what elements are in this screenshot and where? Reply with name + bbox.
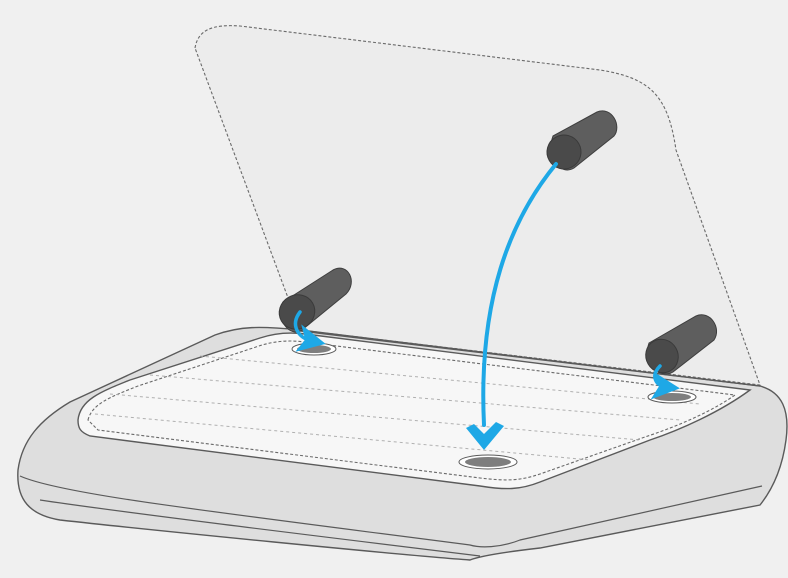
socket-center (458, 454, 518, 470)
top-surface (77, 332, 752, 490)
stitch-line-4 (94, 413, 591, 461)
socket-left (291, 342, 337, 356)
base-front-edge (19, 475, 763, 548)
weight-center (546, 110, 618, 171)
top-surface-stitching (87, 340, 737, 481)
stitch-line-2 (149, 374, 681, 421)
base-front-seam (39, 499, 481, 557)
lid-hinge-line (299, 330, 761, 387)
center-arrowhead-icon (466, 422, 504, 450)
curved-arrow-icon-right (650, 364, 680, 400)
socket-right (647, 390, 697, 404)
curved-arrow-icon-left (293, 310, 326, 352)
stitch-line-3 (109, 393, 641, 441)
long-curved-arrow-icon (481, 162, 558, 427)
weight-right (645, 314, 718, 375)
